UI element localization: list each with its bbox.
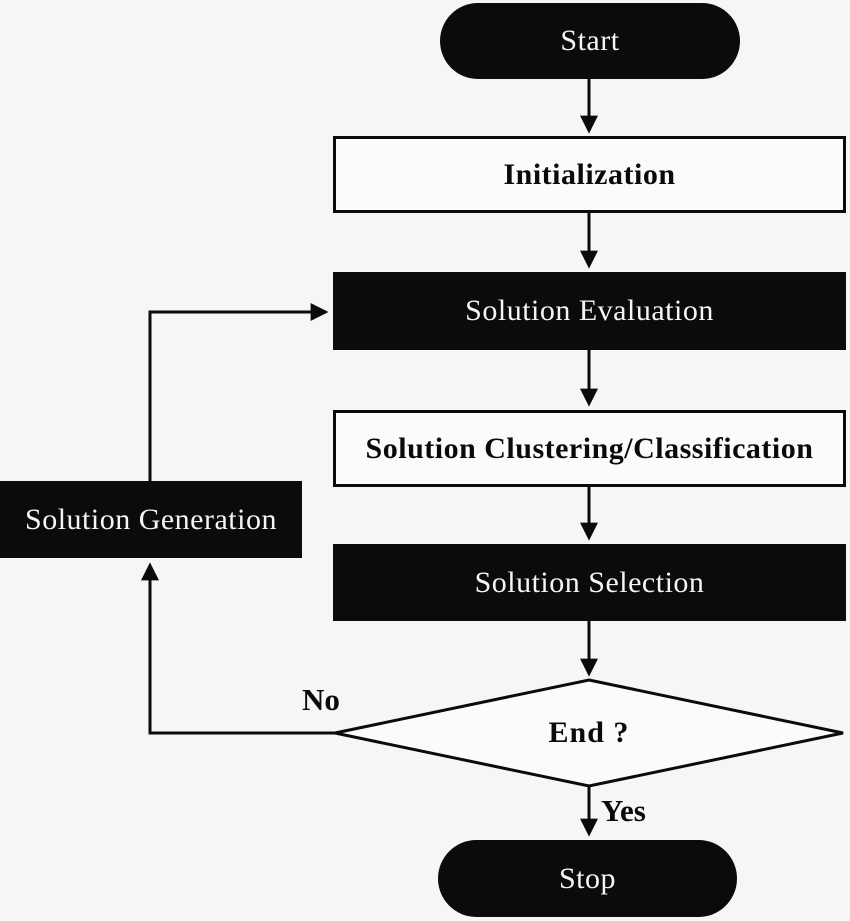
decision-end-label: End ? <box>548 716 630 749</box>
edge-label-no: No <box>302 682 340 717</box>
node-solution-generation: Solution Generation <box>0 481 302 558</box>
node-start: Start <box>440 3 740 79</box>
edge-decision-no-to-generation <box>141 562 335 735</box>
decision-diamond <box>334 678 844 788</box>
node-solution-selection: Solution Selection <box>333 544 846 621</box>
edge-generation-to-evaluation <box>148 303 329 481</box>
edge-label-yes: Yes <box>601 793 646 828</box>
node-solution-clustering-classification: Solution Clustering/Classification <box>333 410 846 487</box>
node-stop: Stop <box>438 840 737 917</box>
node-initialization: Initialization <box>333 136 846 213</box>
node-solution-evaluation: Solution Evaluation <box>333 272 846 350</box>
